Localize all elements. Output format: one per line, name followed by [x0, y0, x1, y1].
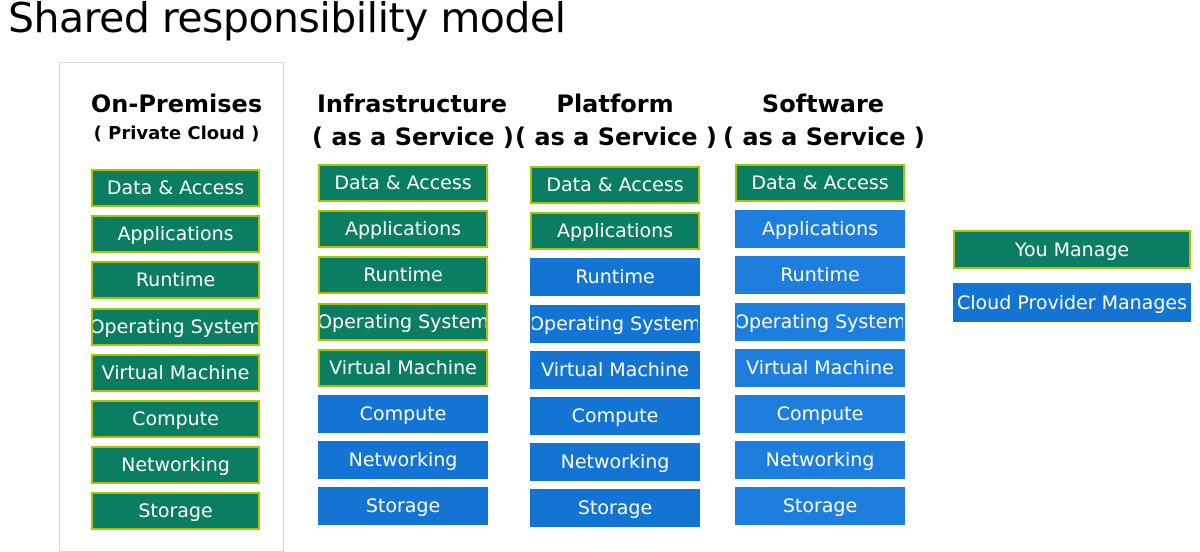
- layer-label: Operating System: [735, 311, 905, 333]
- layer-label: Storage: [577, 497, 653, 519]
- column-header-paas: Platform ( as a Service ): [515, 88, 717, 154]
- layer-label: Networking: [121, 454, 230, 476]
- layer-paas-networking: Networking: [530, 443, 700, 481]
- layer-label: Operating System: [91, 316, 260, 338]
- layer-iaas-compute: Compute: [318, 395, 488, 433]
- layer-on-premises-networking: Networking: [91, 446, 260, 484]
- layer-label: Runtime: [135, 269, 216, 291]
- column-header-on-premises: On-Premises ( Private Cloud ): [64, 88, 289, 148]
- layer-label: Data & Access: [546, 174, 684, 196]
- legend-label: Cloud Provider Manages: [957, 291, 1187, 314]
- layer-saas-storage: Storage: [735, 487, 905, 525]
- layer-label: Storage: [365, 495, 441, 517]
- column-subtitle: ( as a Service ): [312, 123, 514, 151]
- layer-label: Operating System: [530, 313, 700, 335]
- layer-label: Runtime: [575, 266, 655, 288]
- layer-label: Compute: [132, 408, 219, 430]
- layer-label: Data & Access: [334, 172, 472, 194]
- layer-iaas-runtime: Runtime: [318, 256, 488, 294]
- layer-paas-applications: Applications: [530, 212, 700, 250]
- layer-label: Compute: [571, 405, 659, 427]
- layer-label: Storage: [138, 500, 213, 522]
- layer-label: Virtual Machine: [541, 359, 689, 381]
- layer-iaas-virtual-machine: Virtual Machine: [318, 349, 488, 387]
- layer-on-premises-runtime: Runtime: [91, 261, 260, 299]
- layer-paas-virtual-machine: Virtual Machine: [530, 351, 700, 389]
- layer-label: Runtime: [780, 264, 860, 286]
- layer-saas-virtual-machine: Virtual Machine: [735, 349, 905, 387]
- column-title: Software: [761, 90, 885, 118]
- layer-paas-compute: Compute: [530, 397, 700, 435]
- layer-label: Applications: [761, 218, 879, 240]
- layer-on-premises-applications: Applications: [91, 215, 260, 253]
- layer-label: Compute: [776, 403, 864, 425]
- layer-on-premises-data-access: Data & Access: [91, 169, 260, 207]
- layer-paas-operating-system: Operating System: [530, 305, 700, 343]
- column-subtitle: ( as a Service ): [723, 123, 925, 151]
- layer-saas-operating-system: Operating System: [735, 303, 905, 341]
- layer-paas-data-access: Data & Access: [530, 166, 700, 204]
- layer-saas-compute: Compute: [735, 395, 905, 433]
- layer-label: Virtual Machine: [329, 357, 477, 379]
- column-subtitle: ( Private Cloud ): [93, 123, 260, 144]
- legend-you-manage: You Manage: [953, 230, 1191, 269]
- layer-label: Applications: [344, 218, 462, 240]
- layer-iaas-storage: Storage: [318, 487, 488, 525]
- layer-label: Applications: [117, 223, 234, 245]
- layer-label: Storage: [782, 495, 858, 517]
- layer-saas-networking: Networking: [735, 441, 905, 479]
- layer-on-premises-compute: Compute: [91, 400, 260, 438]
- column-title: Platform: [556, 90, 674, 118]
- layer-saas-applications: Applications: [735, 210, 905, 248]
- layer-on-premises-storage: Storage: [91, 492, 260, 530]
- layer-saas-data-access: Data & Access: [735, 164, 905, 202]
- layer-iaas-networking: Networking: [318, 441, 488, 479]
- layer-label: Networking: [765, 449, 875, 471]
- column-title: On-Premises: [90, 90, 263, 118]
- legend-cloud-provider-manages: Cloud Provider Manages: [953, 283, 1191, 322]
- column-title: Infrastructure: [316, 90, 508, 118]
- layer-label: Data & Access: [106, 177, 245, 199]
- page-title: Shared responsibility model: [8, 0, 566, 42]
- layer-paas-runtime: Runtime: [530, 258, 700, 296]
- layer-saas-runtime: Runtime: [735, 256, 905, 294]
- column-subtitle: ( as a Service ): [515, 123, 717, 151]
- layer-label: Networking: [560, 451, 670, 473]
- layer-on-premises-operating-system: Operating System: [91, 308, 260, 346]
- layer-on-premises-virtual-machine: Virtual Machine: [91, 354, 260, 392]
- layer-paas-storage: Storage: [530, 489, 700, 527]
- layer-label: Compute: [359, 403, 447, 425]
- layer-label: Operating System: [318, 311, 488, 333]
- layer-label: Virtual Machine: [746, 357, 894, 379]
- layer-label: Data & Access: [751, 172, 889, 194]
- column-header-saas: Software ( as a Service ): [723, 88, 925, 154]
- layer-label: Networking: [348, 449, 458, 471]
- layer-label: Runtime: [363, 264, 443, 286]
- legend-label: You Manage: [1014, 238, 1130, 261]
- layer-label: Applications: [556, 220, 674, 242]
- layer-iaas-operating-system: Operating System: [318, 303, 488, 341]
- column-header-iaas: Infrastructure ( as a Service ): [312, 88, 514, 154]
- layer-iaas-data-access: Data & Access: [318, 164, 488, 202]
- layer-iaas-applications: Applications: [318, 210, 488, 248]
- layer-label: Virtual Machine: [101, 362, 250, 384]
